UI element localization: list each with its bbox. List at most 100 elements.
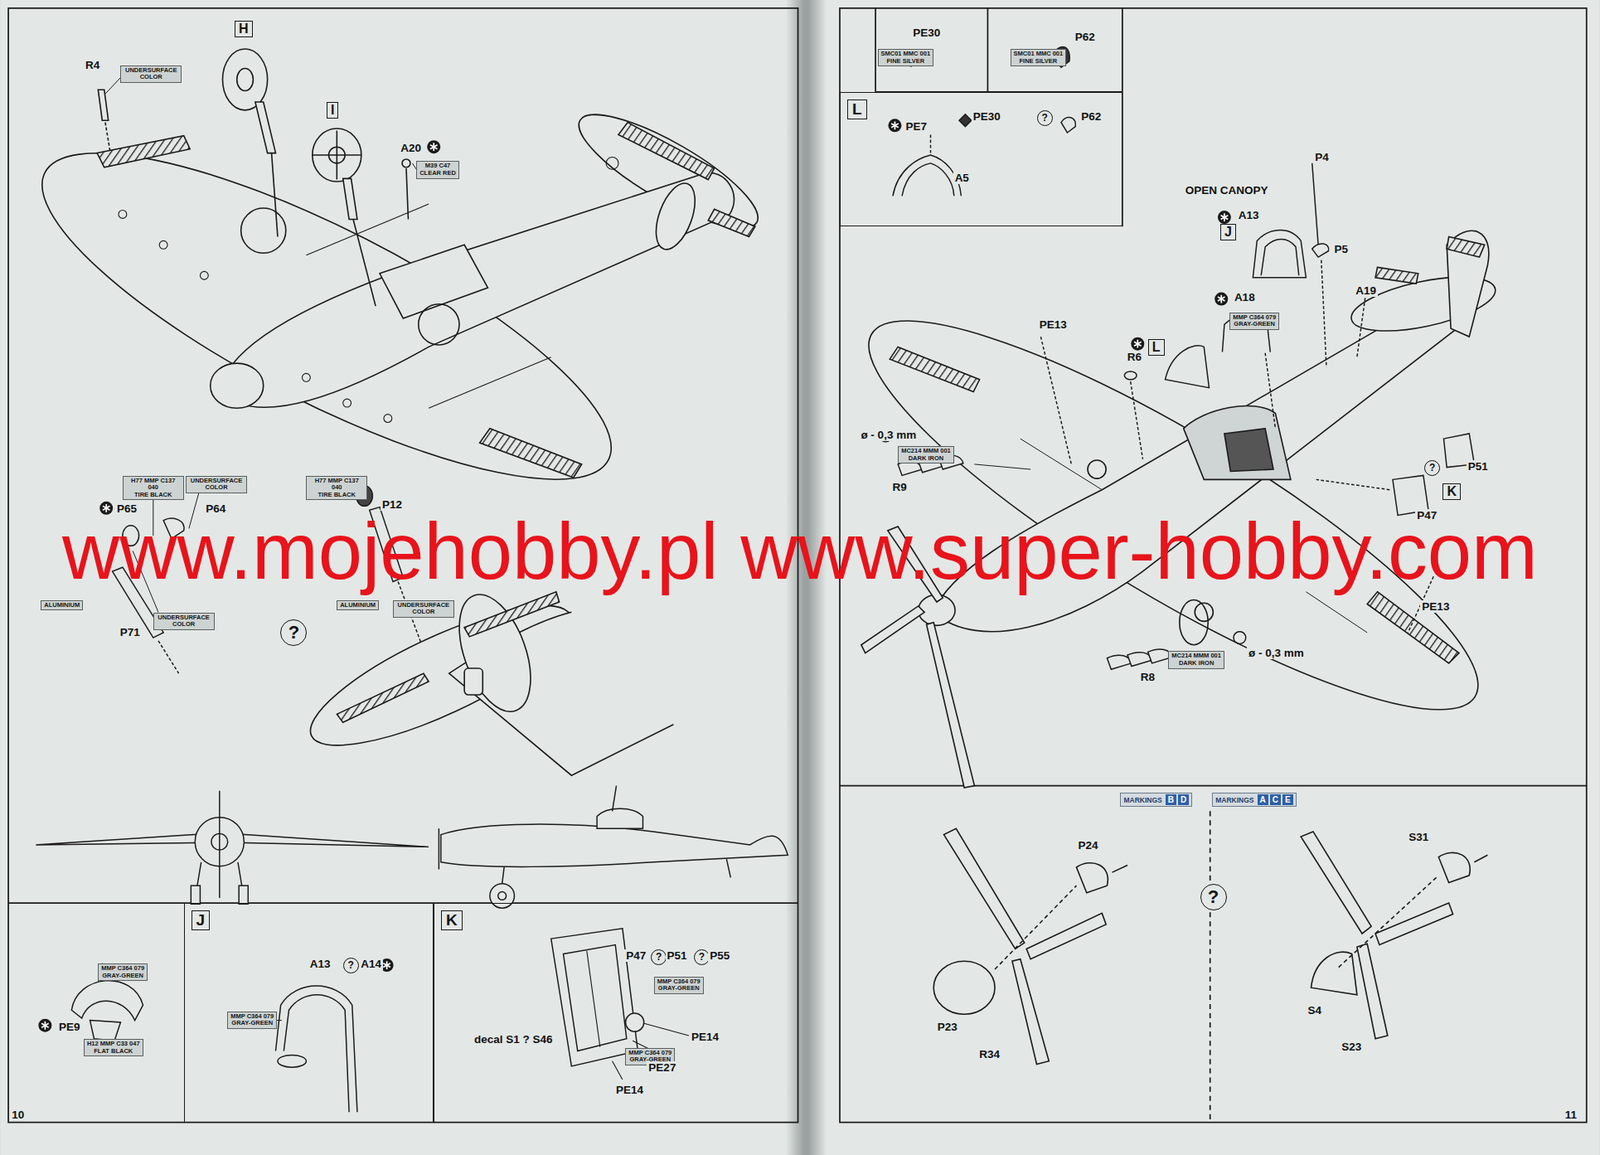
step-letter: L <box>1152 339 1161 354</box>
panel-parts-left-part <box>625 1013 645 1032</box>
part-number: PE30 <box>911 26 942 39</box>
spitfire-underside-part <box>648 178 704 255</box>
canopy-and-parts-part <box>1124 371 1137 380</box>
step-panel: JMMP C364 079GRAY-GREEN <box>184 902 435 1123</box>
optional-symbol: ? <box>343 957 359 974</box>
spitfire-underside-part-part <box>428 357 552 409</box>
panel-parts-left <box>71 928 689 1113</box>
spitfire-top-part <box>889 346 980 392</box>
paint-code: MMP C364 079 <box>101 964 145 973</box>
part-number: P51 <box>1466 460 1490 473</box>
part-number: A19 <box>1353 284 1378 297</box>
spitfire-top-part <box>1367 591 1460 664</box>
canopy-and-parts-part <box>1130 381 1144 460</box>
propellers-part <box>1438 852 1470 883</box>
part-number: OPEN CANOPY <box>1183 184 1271 197</box>
part-number: S31 <box>1406 830 1431 844</box>
three-view <box>35 785 788 909</box>
markings-letter: E <box>1282 794 1294 805</box>
paint-callout: ALUMINIUM <box>40 600 83 611</box>
main-wheels-part <box>312 128 362 182</box>
paint-code: H77 MMP C137 040 <box>126 477 181 492</box>
panel-parts-left-part <box>275 985 357 1112</box>
page-frames <box>8 8 1587 1123</box>
markings-box: MARKINGSBD <box>1120 792 1193 807</box>
part-number: PE14 <box>689 1030 721 1043</box>
canopy-and-parts-part <box>1252 229 1306 277</box>
part-number: R34 <box>977 1047 1002 1061</box>
paint-code: CLEAR RED <box>419 169 456 178</box>
tail-closeup-part <box>464 591 559 637</box>
part-number: A13 <box>308 957 333 970</box>
spitfire-underside-part <box>96 135 190 168</box>
step-letter-box: K <box>1442 483 1461 500</box>
leader-lines-left-part <box>105 77 121 95</box>
main-wheels-part <box>255 101 277 154</box>
watermark: www.mojehobby.pl www.super-hobby.com <box>62 507 1538 595</box>
paint-code: MMP C364 079 <box>230 1013 274 1021</box>
panel-l-parts-part <box>959 114 972 127</box>
panel-l-parts <box>892 47 1076 197</box>
part-number: P62 <box>1073 30 1097 44</box>
tail-closeup-part <box>336 673 429 723</box>
optional-symbol: ? <box>650 949 667 965</box>
paint-code: SMC01 MMC 001 <box>1013 50 1064 59</box>
main-wheels-part <box>223 48 268 111</box>
paint-code: UNDERSURFACE COLOR <box>156 614 212 629</box>
paint-code: MC214 MMM 001 <box>1171 652 1222 660</box>
panel-l-parts-part <box>1061 117 1076 133</box>
spitfire-underside-part-part <box>159 240 168 249</box>
spitfire-underside-part-part <box>118 209 127 219</box>
three-view-part <box>489 883 515 909</box>
main-wheels-part <box>353 219 376 307</box>
paint-callout: H77 MMP C137 040TIRE BLACK <box>122 475 185 501</box>
paint-code: MC214 MMM 001 <box>901 447 951 456</box>
main-wheels-part <box>402 159 411 168</box>
part-number: decal S1 ? S46 <box>472 1032 555 1046</box>
propellers-part <box>1076 863 1108 893</box>
symbols-part <box>38 1018 52 1033</box>
markings-letter: B <box>1165 794 1177 805</box>
propellers-part <box>1300 831 1372 934</box>
tail-closeup <box>295 579 674 776</box>
canopy-and-parts-part <box>1312 163 1319 245</box>
spitfire-underside-part <box>210 363 264 408</box>
spitfire-top-part <box>1375 266 1419 284</box>
paint-callout: MMP C364 079GRAY-GREEN <box>97 963 148 981</box>
paint-code: TIRE BLACK <box>126 491 181 500</box>
canopy-and-parts-part <box>1265 353 1276 429</box>
step-letter: J <box>191 910 211 931</box>
paint-callout: UNDERSURFACE COLOR <box>392 600 455 618</box>
part-number: 11 <box>1563 1108 1579 1121</box>
paint-code: ALUMINIUM <box>339 601 376 610</box>
paint-code: FINE SILVER <box>1013 58 1064 66</box>
paint-callout: SMC01 MMC 001FINE SILVER <box>1010 48 1067 67</box>
paint-callout: MMP C364 079GRAY-GREEN <box>654 976 704 994</box>
paint-code: H12 MMP C33 047 <box>87 1040 141 1048</box>
part-number: PE13 <box>1420 600 1451 613</box>
part-number: P5 <box>1333 242 1351 256</box>
paint-callout: UNDERSURFACE COLOR <box>120 65 182 83</box>
paint-code: MMP C364 079 <box>657 978 701 986</box>
spitfire-underside-part-part <box>199 271 209 280</box>
spitfire-underside-part <box>219 172 735 408</box>
panel-parts-left-part <box>563 945 627 1052</box>
symbols-part <box>1214 292 1228 306</box>
paint-callout: SMC01 MMC 001FINE SILVER <box>877 48 935 67</box>
main-wheels-part <box>343 178 358 219</box>
canopy-and-parts-part <box>1321 260 1327 368</box>
symbols-part <box>426 140 441 154</box>
main-wheels-part <box>237 67 254 91</box>
part-number: R9 <box>891 480 909 494</box>
part-number: PE30 <box>971 110 1003 123</box>
step-letter-box: H <box>234 20 253 38</box>
panel-parts-left-part <box>612 1061 623 1080</box>
step-letter-box: L <box>1148 339 1165 356</box>
propellers-part <box>933 960 995 1014</box>
markings-letter: D <box>1178 794 1189 805</box>
spitfire-top-part <box>1224 428 1274 472</box>
propellers-part <box>1112 865 1128 873</box>
part-number: P47 <box>624 949 648 962</box>
